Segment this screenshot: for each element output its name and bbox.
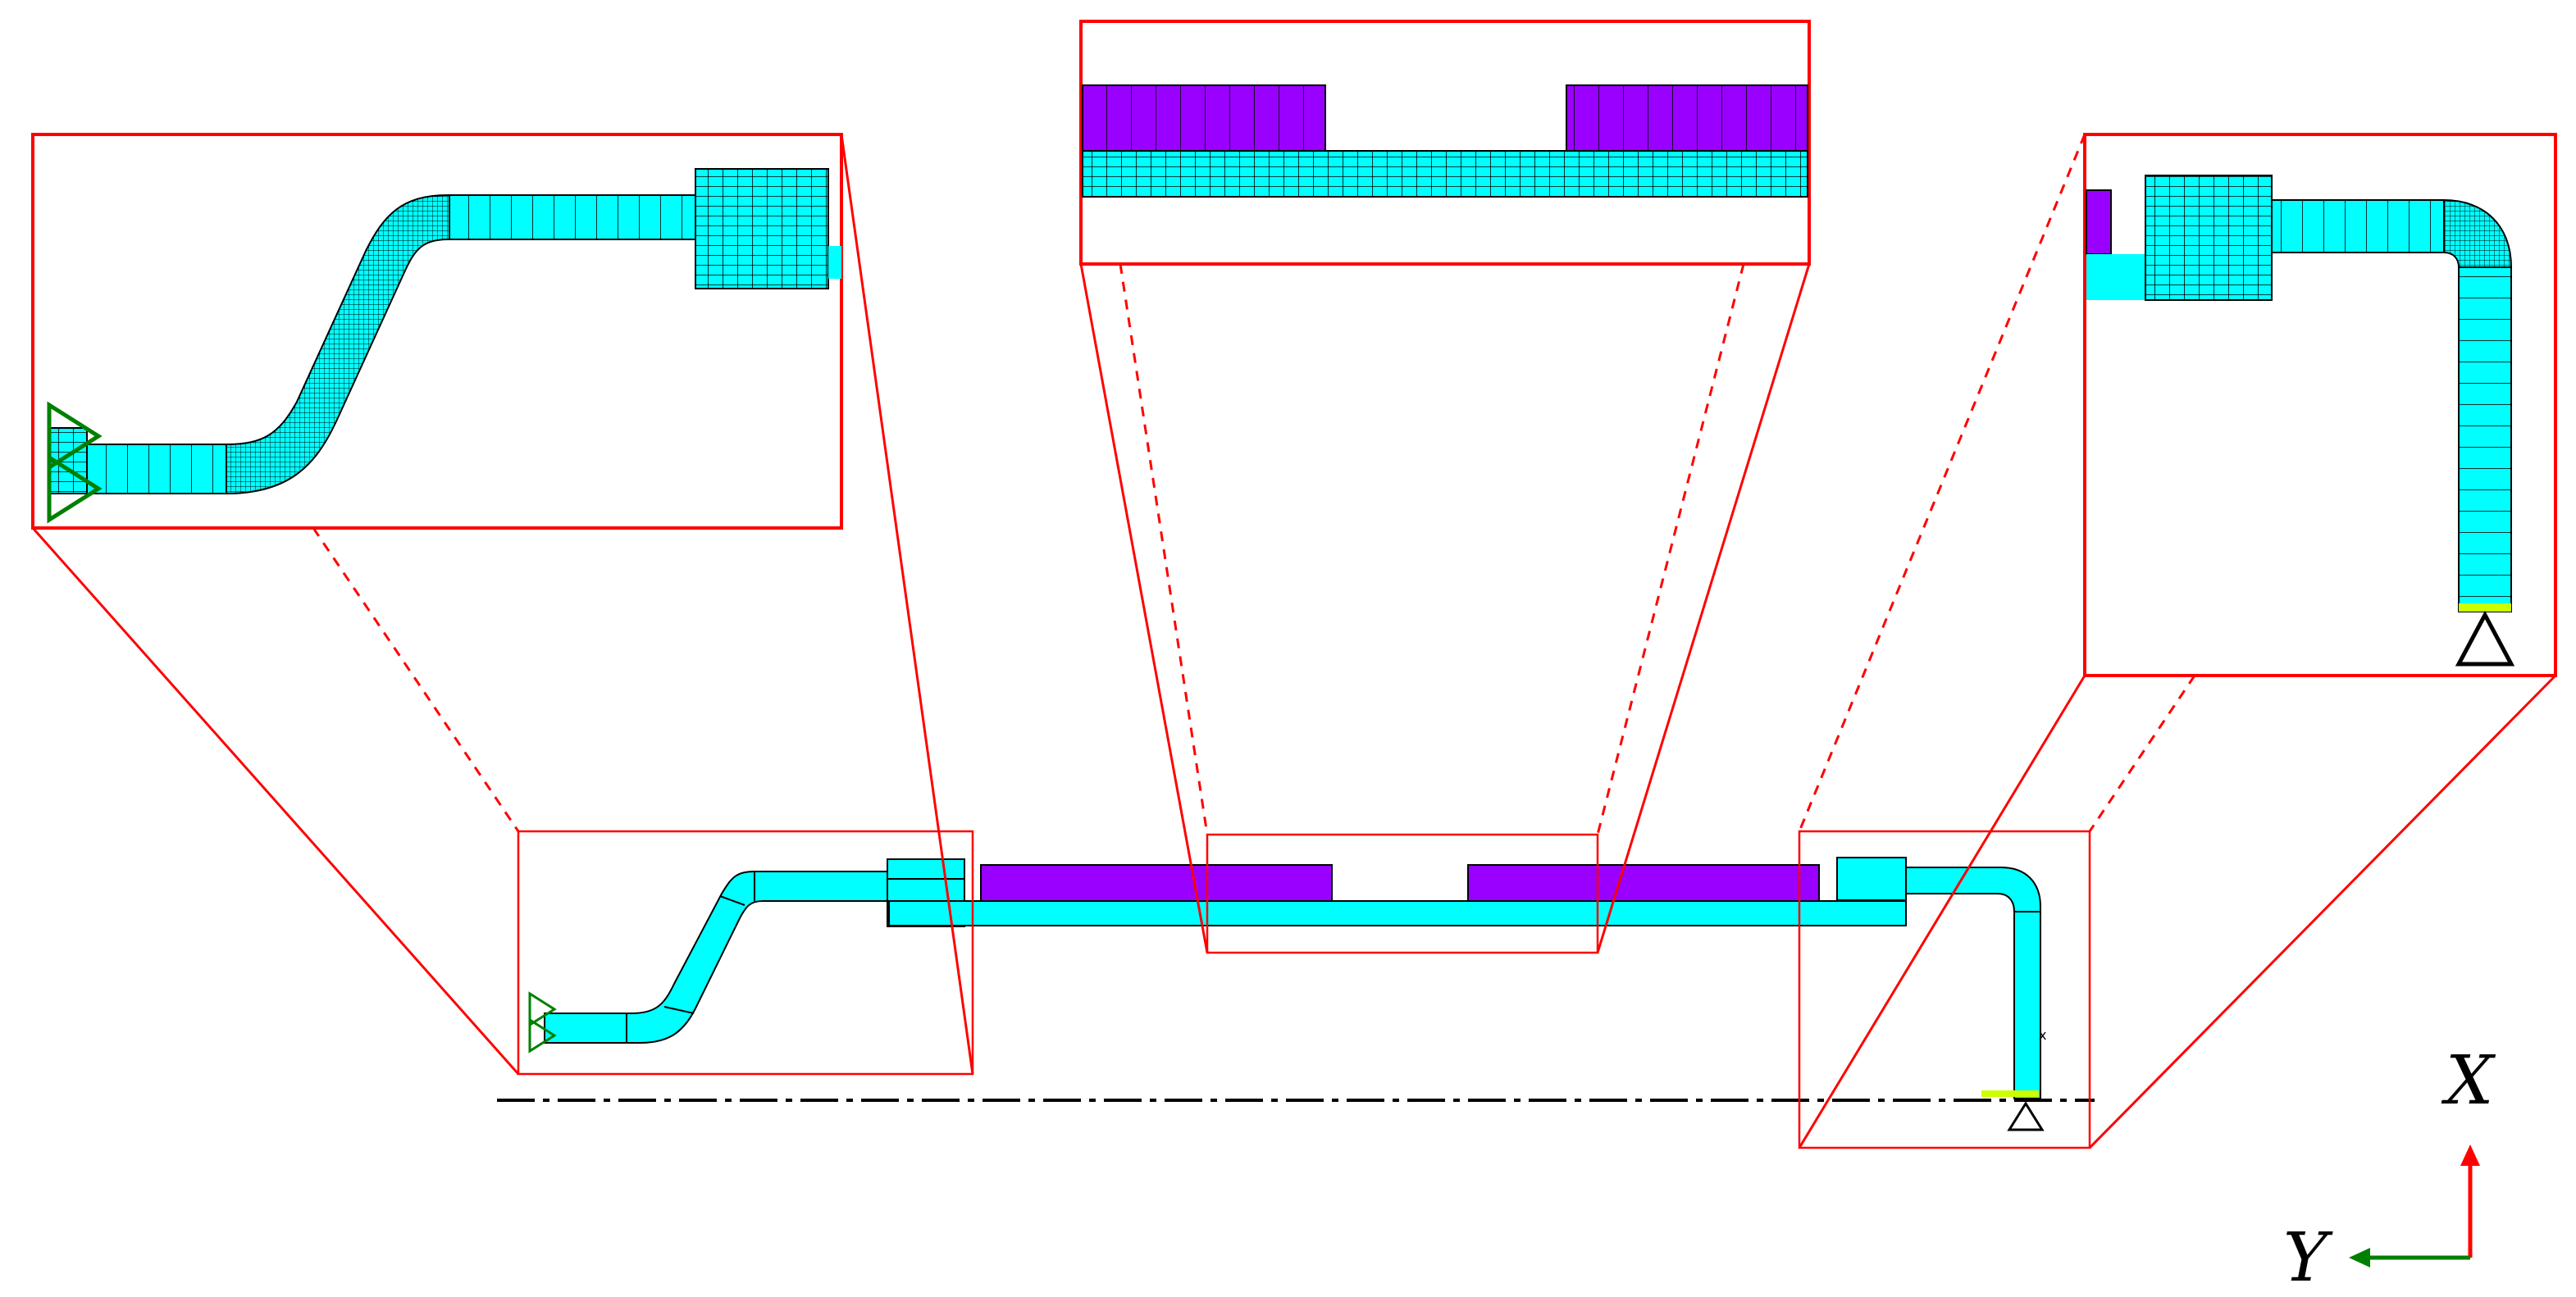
main-pipe bbox=[888, 900, 1907, 926]
zoom-region-center bbox=[1206, 833, 1599, 954]
zoom-panel-left bbox=[31, 133, 843, 530]
node-marker: x bbox=[2039, 1027, 2046, 1043]
zoom-panel-center bbox=[1079, 20, 1811, 266]
coordinate-axes: X Y bbox=[2283, 1042, 2496, 1297]
left-support-icon bbox=[528, 991, 557, 1054]
zoom-panel-right bbox=[2083, 133, 2557, 677]
left-bent-pipe bbox=[544, 871, 890, 1044]
load-block-left bbox=[980, 864, 1333, 902]
main-model: x bbox=[497, 830, 2095, 1149]
x-axis-label: X bbox=[2441, 1042, 2496, 1120]
zoom-connectors bbox=[31, 134, 2557, 1149]
right-support-zoom-icon bbox=[2455, 610, 2515, 667]
zoom-region-right bbox=[1798, 830, 2091, 1149]
load-block-right bbox=[1467, 864, 1820, 902]
y-axis-label: Y bbox=[2283, 1219, 2333, 1297]
right-elbow-pipe bbox=[1905, 867, 2041, 1099]
left-support-zoom-icon bbox=[47, 401, 103, 524]
right-flange-block bbox=[1836, 857, 1907, 901]
right-support-icon bbox=[2007, 1101, 2045, 1131]
zoom-region-left bbox=[517, 830, 974, 1076]
